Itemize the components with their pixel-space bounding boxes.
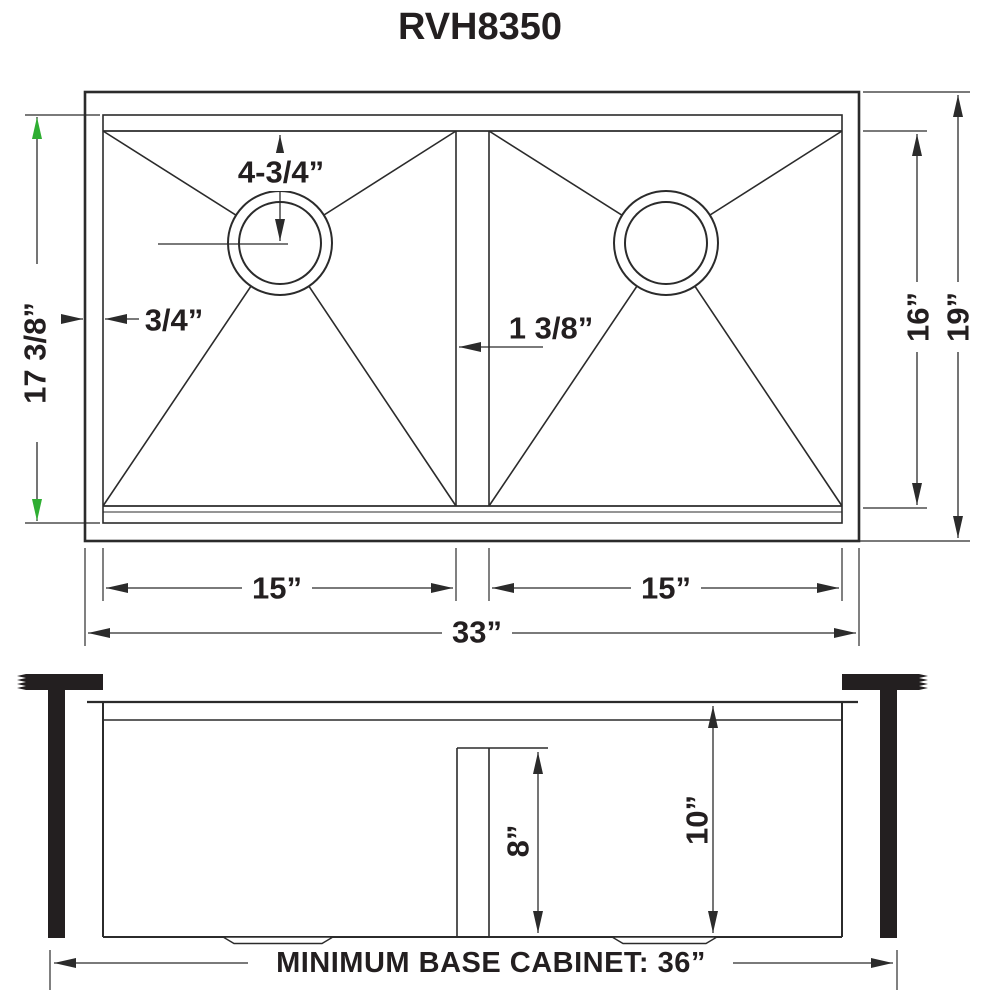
dim-left-bowl-width — [102, 548, 457, 606]
dim-label-divider: 1 3/8” — [509, 311, 593, 346]
left-drain-profile-icon — [220, 936, 336, 945]
dim-label-divider-height: 8” — [501, 825, 536, 858]
dim-label-outer-height: 19” — [941, 292, 976, 342]
left-counter-break — [17, 674, 103, 690]
dim-inner-height — [15, 114, 100, 524]
dim-bowl-height — [863, 130, 938, 509]
dim-drain-offset — [232, 135, 330, 241]
right-cabinet-wall — [880, 690, 897, 938]
dim-outer-height — [859, 91, 978, 542]
top-view-labels: 4-3/4” 3/4” 1 3/8” 17 3/8” 16” 19” 15” 1… — [18, 155, 976, 650]
model-title: RVH8350 — [398, 6, 562, 48]
dim-base-cabinet — [49, 950, 898, 990]
right-drain-profile-icon — [609, 936, 720, 945]
dim-label-drain-offset: 4-3/4” — [238, 155, 324, 190]
dim-label-left-bowl-width: 15” — [252, 571, 302, 606]
dim-label-outer-width: 33” — [452, 615, 502, 650]
countertop-sections — [17, 674, 928, 938]
base-cabinet-note: MINIMUM BASE CABINET: 36” — [276, 947, 706, 979]
dim-right-bowl-width — [488, 548, 843, 606]
right-drain-inner-icon — [624, 201, 708, 285]
dim-outer-width — [84, 548, 860, 651]
side-view — [17, 674, 928, 990]
dim-label-bowl-depth: 10” — [680, 795, 715, 845]
divider-profile — [456, 747, 548, 937]
dim-label-inner-height: 17 3/8” — [18, 302, 53, 404]
sink-outer-edge — [83, 90, 861, 543]
side-view-labels: 8” 10” MINIMUM BASE CABINET: 36” — [276, 795, 714, 979]
right-counter-break — [842, 674, 928, 690]
dim-label-bowl-height: 16” — [901, 292, 936, 342]
dim-label-right-bowl-width: 15” — [641, 571, 691, 606]
dim-label-rim: 3/4” — [145, 303, 204, 338]
top-view — [15, 90, 978, 651]
left-cabinet-wall — [48, 690, 65, 938]
sink-inner-rim — [102, 114, 843, 524]
